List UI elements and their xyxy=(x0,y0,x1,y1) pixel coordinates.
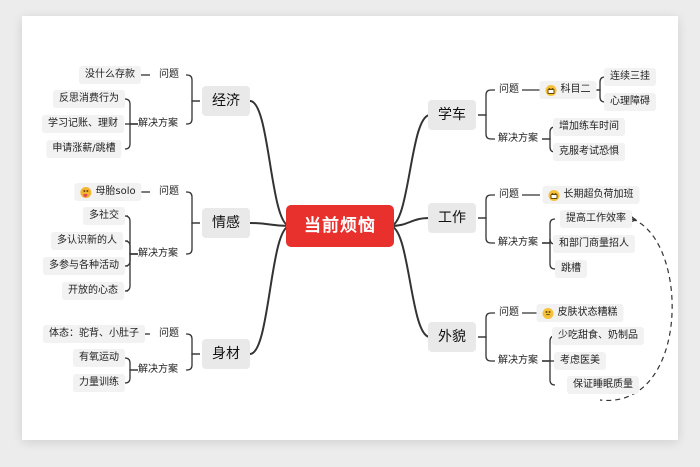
waimao-solution-label[interactable]: 解决方案 xyxy=(498,355,538,366)
gongzuo-solution-item[interactable]: 和部门商量招人 xyxy=(553,235,635,253)
shencai-solution-item[interactable]: 有氧运动 xyxy=(73,349,125,367)
branch-link xyxy=(478,114,495,140)
xueche-solution-item[interactable]: 增加练车时间 xyxy=(553,118,625,136)
jingji-solution-label[interactable]: 解决方案 xyxy=(138,118,178,129)
qinggan-solution-item[interactable]: 多社交 xyxy=(83,207,125,225)
gongzuo-solution-label[interactable]: 解决方案 xyxy=(498,237,538,248)
root-link xyxy=(249,225,291,355)
leaf-link xyxy=(124,123,138,150)
jingji-solution-item[interactable]: 学习记账、理财 xyxy=(42,115,124,133)
xueche-problem-item[interactable]: 科目二 xyxy=(539,81,597,99)
leaf-link xyxy=(124,215,138,255)
leaf-link xyxy=(542,218,556,244)
root-link xyxy=(249,100,291,227)
leaf-link xyxy=(542,360,556,386)
waimao-solution-item[interactable]: 保证睡眠质量 xyxy=(567,376,639,394)
leaf-link xyxy=(124,369,138,384)
xueche-problem-subitem[interactable]: 连续三挂 xyxy=(604,68,656,86)
topic-jingji[interactable]: 经济 xyxy=(202,86,250,116)
gongzuo-solution-item[interactable]: 提高工作效率 xyxy=(560,210,632,228)
leaf-link xyxy=(124,98,138,125)
branch-link xyxy=(186,353,200,371)
jingji-problem-item[interactable]: 没什么存款 xyxy=(79,66,141,84)
branch-link xyxy=(478,312,495,338)
gongzuo-problem-item[interactable]: 长期超负荷加班 xyxy=(542,186,640,204)
xueche-problem-text: 科目二 xyxy=(560,84,591,95)
waimao-problem-label[interactable]: 问题 xyxy=(499,307,519,318)
grimacing-face-icon xyxy=(548,189,560,201)
waimao-solution-item[interactable]: 考虑医美 xyxy=(554,352,606,370)
branch-link xyxy=(186,74,200,102)
qinggan-solution-label[interactable]: 解决方案 xyxy=(138,248,178,259)
qinggan-problem-text: 母胎solo xyxy=(95,186,136,197)
qinggan-solution-item[interactable]: 多认识新的人 xyxy=(51,232,123,250)
gongzuo-problem-label[interactable]: 问题 xyxy=(499,189,519,200)
xueche-problem-label[interactable]: 问题 xyxy=(499,84,519,95)
waimao-problem-item[interactable]: 皮肤状态糟糕 xyxy=(536,304,624,322)
qinggan-solution-item[interactable]: 开放的心态 xyxy=(62,282,124,300)
xueche-solution-label[interactable]: 解决方案 xyxy=(498,133,538,144)
topic-qinggan[interactable]: 情感 xyxy=(202,208,250,238)
jingji-solution-item[interactable]: 反思消费行为 xyxy=(53,90,125,108)
topic-shencai[interactable]: 身材 xyxy=(202,339,250,369)
branch-link xyxy=(478,89,495,116)
shencai-solution-label[interactable]: 解决方案 xyxy=(138,364,178,375)
xueche-problem-subitem[interactable]: 心理障碍 xyxy=(604,93,656,111)
worried-face-icon xyxy=(542,307,554,319)
branch-link xyxy=(186,333,200,355)
leaf-link xyxy=(542,242,556,270)
crazy-face-icon xyxy=(80,186,92,198)
jingji-problem-label[interactable]: 问题 xyxy=(159,69,179,80)
qinggan-problem-item[interactable]: 母胎solo xyxy=(74,183,142,201)
jingji-solution-item[interactable]: 申请涨薪/跳槽 xyxy=(46,140,122,158)
topic-xueche[interactable]: 学车 xyxy=(428,100,476,130)
branch-link xyxy=(186,222,200,255)
qinggan-solution-item[interactable]: 多参与各种活动 xyxy=(43,257,125,275)
branch-link xyxy=(186,191,200,224)
gongzuo-solution-item[interactable]: 跳槽 xyxy=(555,260,587,278)
root-link xyxy=(389,114,431,227)
leaf-link xyxy=(124,240,138,255)
leaf-link xyxy=(124,253,138,292)
central-topic[interactable]: 当前烦恼 xyxy=(286,205,394,247)
topic-waimao[interactable]: 外貌 xyxy=(428,322,476,352)
waimao-problem-text: 皮肤状态糟糕 xyxy=(557,307,618,318)
gongzuo-problem-text: 长期超负荷加班 xyxy=(563,189,634,200)
shencai-solution-item[interactable]: 力量训练 xyxy=(73,374,125,392)
xueche-solution-item[interactable]: 克服考试恐惧 xyxy=(553,143,625,161)
qinggan-problem-label[interactable]: 问题 xyxy=(159,186,179,197)
shencai-problem-item[interactable]: 体态：驼背、小肚子 xyxy=(43,325,145,343)
root-link xyxy=(389,225,431,338)
branch-link xyxy=(186,100,200,125)
topic-gongzuo[interactable]: 工作 xyxy=(428,203,476,233)
waimao-solution-item[interactable]: 少吃甜食、奶制品 xyxy=(552,327,644,345)
root-link xyxy=(249,222,291,227)
shencai-problem-label[interactable]: 问题 xyxy=(159,328,179,339)
leaf-link xyxy=(124,357,138,371)
root-link xyxy=(389,217,431,227)
branch-link xyxy=(478,217,495,244)
branch-link xyxy=(478,194,495,219)
branch-link xyxy=(478,336,495,362)
grimacing-face-icon xyxy=(545,84,557,96)
